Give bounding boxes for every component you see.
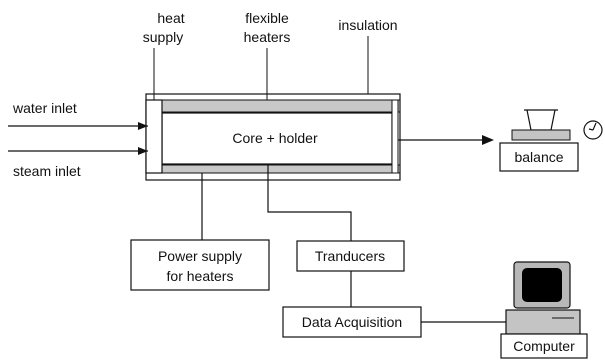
heat-supply-block xyxy=(145,99,163,174)
water-inlet-label: water inlet xyxy=(12,100,77,116)
beaker-icon xyxy=(526,109,556,131)
balance-box xyxy=(499,142,579,172)
power-supply-label-1: Power supply xyxy=(158,248,242,264)
computer-base xyxy=(505,309,581,335)
power-supply-label-2: for heaters xyxy=(167,268,234,284)
transducers-label: Tranducers xyxy=(315,248,385,264)
outlet-plate xyxy=(391,99,399,174)
flexible-heaters-label-1: flexible xyxy=(245,10,289,26)
core-holder-box xyxy=(161,112,393,165)
water-inlet-arrowhead xyxy=(138,122,148,130)
transducer-wire xyxy=(267,164,352,241)
balance-label: balance xyxy=(514,149,563,165)
data-acquisition-box xyxy=(282,306,422,338)
clock-hand-1 xyxy=(592,122,597,131)
computer-label: Computer xyxy=(513,338,575,354)
data-acquisition-label: Data Acquisition xyxy=(302,314,402,330)
clock-hand-2 xyxy=(588,128,594,131)
power-supply-box xyxy=(130,239,270,291)
top-heater-band xyxy=(145,99,401,113)
core-holder-label: Core + holder xyxy=(232,130,318,146)
computer-label-box xyxy=(500,333,588,359)
balance-pan xyxy=(511,129,571,141)
transducers-box xyxy=(296,240,405,272)
monitor-screen xyxy=(522,268,562,302)
insulation-label: insulation xyxy=(338,17,397,33)
bottom-heater-band xyxy=(145,164,401,174)
heat-supply-label-1: heat xyxy=(157,10,184,26)
steam-inlet-arrowhead xyxy=(138,147,148,155)
outlet-arrowhead xyxy=(482,135,494,145)
flexible-heaters-label-2: heaters xyxy=(244,29,291,45)
heat-supply-label-2: supply xyxy=(143,29,183,45)
steam-inlet-label: steam inlet xyxy=(13,163,81,179)
